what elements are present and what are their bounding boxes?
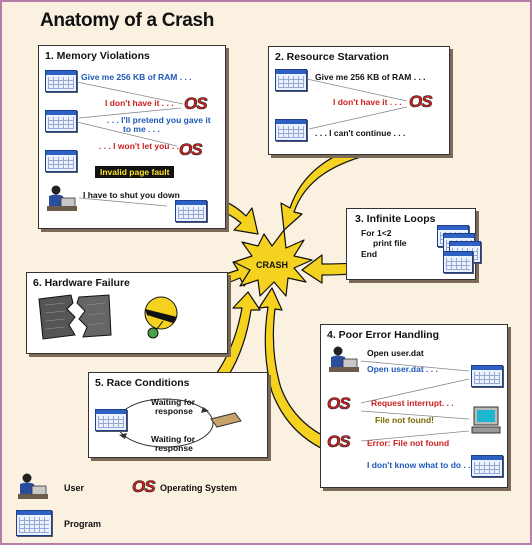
panel-race-title: 5. Race Conditions	[95, 377, 190, 389]
program-icon	[95, 409, 127, 431]
program-icon	[175, 200, 207, 222]
os-icon: OS	[409, 92, 433, 111]
race-line-1a: Waiting for	[151, 397, 196, 407]
broken-hardware-icon	[38, 294, 178, 340]
crash-burst	[233, 229, 313, 297]
user-icon	[47, 185, 77, 211]
program-icon	[275, 69, 307, 91]
legend-user-icon	[18, 473, 48, 499]
os-icon: OS	[184, 94, 208, 113]
panel-poor-error-handling: 4. Poor Error Handling Open user.dat Ope…	[320, 324, 508, 488]
race-line-2a: Waiting for	[151, 434, 196, 444]
invalid-page-fault-badge: Invalid page fault	[95, 166, 175, 178]
memory-line-4: . . . I won't let you . . .	[99, 141, 184, 151]
error-line-1: Open user.dat	[367, 348, 424, 358]
os-icon: OS	[327, 394, 351, 413]
panel-hardware-title: 6. Hardware Failure	[33, 277, 130, 289]
error-line-6: I don't know what to do . . .	[367, 460, 476, 470]
panel-hardware-failure: 6. Hardware Failure	[26, 272, 228, 354]
legend-program-icon	[16, 510, 52, 536]
os-icon: OS	[179, 140, 203, 159]
legend-os-icon: OS	[132, 477, 156, 496]
program-icon	[471, 365, 503, 387]
user-icon	[329, 346, 359, 372]
starvation-line-3: . . . I can't continue . . .	[315, 128, 406, 138]
starvation-line-2: I don't have it . . .	[333, 97, 402, 107]
crash-label: CRASH	[256, 260, 288, 270]
panel-error-title: 4. Poor Error Handling	[327, 329, 440, 341]
starvation-line-1: Give me 256 KB of RAM . . .	[315, 72, 426, 82]
computer-icon	[471, 406, 501, 434]
memory-line-1: Give me 256 KB of RAM . . .	[81, 72, 192, 82]
panel-memory-title: 1. Memory Violations	[45, 50, 150, 62]
memory-line-5: I have to shut you down	[83, 190, 180, 200]
page-title: Anatomy of a Crash	[40, 10, 215, 31]
panel-memory-violations: 1. Memory Violations Give me 256 KB of R…	[38, 45, 226, 229]
program-icon	[275, 119, 307, 141]
program-icon	[443, 251, 473, 273]
loops-line-1: For 1<2	[361, 228, 392, 238]
panel-resource-starvation: 2. Resource Starvation Give me 256 KB of…	[268, 46, 450, 155]
legend-program-label: Program	[64, 519, 102, 529]
panel-infinite-loops: 3. Infinite Loops For 1<2 print file End	[346, 208, 481, 280]
loops-line-2: print file	[373, 238, 407, 248]
starvation-arrows	[306, 78, 408, 130]
panel-race-conditions: 5. Race Conditions Waiting for response …	[88, 372, 268, 458]
error-line-2: Open user.dat . . .	[367, 364, 438, 374]
memory-arrows	[76, 81, 184, 207]
program-icon	[45, 110, 77, 132]
program-icon	[45, 150, 77, 172]
race-line-2b: response	[155, 443, 193, 453]
error-line-3: Request interrupt. . .	[371, 398, 454, 408]
memory-line-3a: . . . I'll pretend you gave it	[107, 115, 211, 125]
legend-os-label: Operating System	[160, 483, 238, 493]
program-icon	[471, 455, 503, 477]
error-arrows	[360, 360, 470, 442]
memory-line-2: I don't have it . . .	[105, 98, 174, 108]
error-line-4: File not found!	[375, 415, 435, 425]
loops-line-3: End	[361, 249, 378, 259]
panel-loops-title: 3. Infinite Loops	[355, 213, 436, 225]
memory-line-3b: to me . . .	[123, 124, 160, 134]
race-line-1b: response	[155, 406, 193, 416]
error-line-5: Error: File not found	[367, 438, 450, 448]
program-icon	[45, 70, 77, 92]
legend-user-label: User	[64, 483, 85, 493]
panel-starvation-title: 2. Resource Starvation	[275, 51, 389, 63]
os-icon: OS	[327, 432, 351, 451]
